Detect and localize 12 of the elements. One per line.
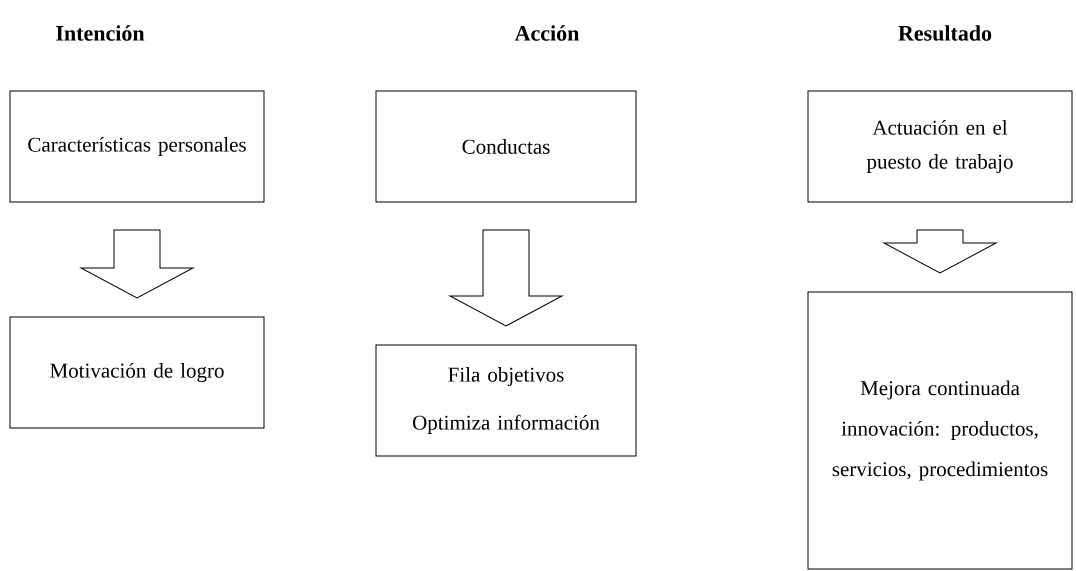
text-box: Actuación en el puesto de trabajo [807, 90, 1073, 203]
column-heading: Intención [56, 25, 145, 41]
block-arrow [449, 229, 563, 327]
text-box: Fila objetivos Optimiza información [375, 344, 637, 457]
block-arrow [80, 229, 194, 299]
text-box: Motivación de logro [9, 316, 265, 429]
text-box: Características personales [9, 90, 265, 203]
block-arrow [883, 229, 997, 274]
text-box: Conductas [375, 90, 637, 203]
column-heading: Acción [514, 25, 580, 41]
text-box: Mejora continuada innovación: productos, servicios, procedimientos [807, 291, 1073, 570]
column-heading: Resultado [898, 25, 992, 41]
